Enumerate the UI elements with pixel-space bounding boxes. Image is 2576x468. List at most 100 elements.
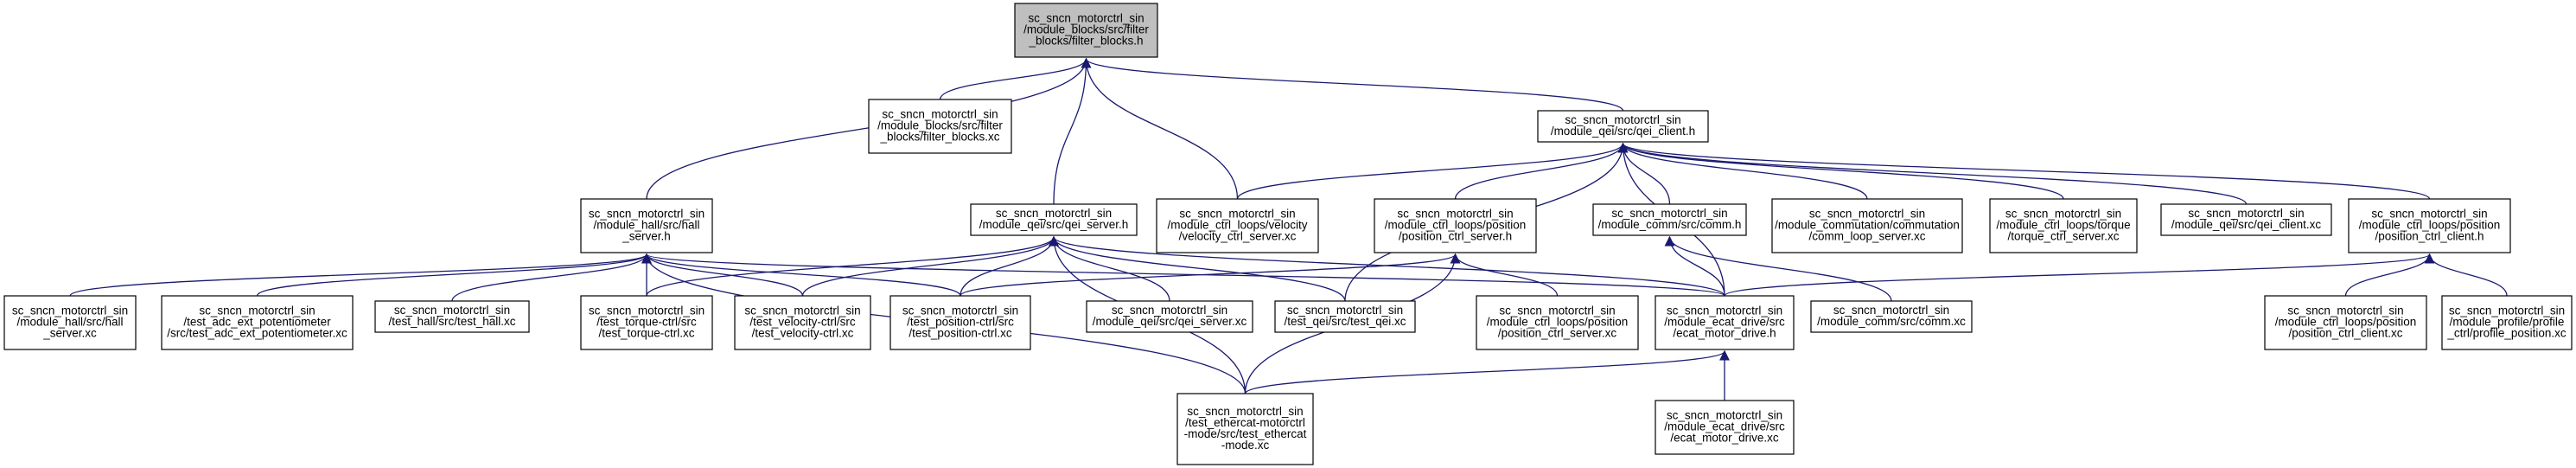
node-label-line: /ecat_motor_drive.h [1673, 327, 1776, 340]
node-label-line: _server.h [622, 230, 671, 243]
node-label-line: _blocks/filter_blocks.h [1028, 35, 1143, 48]
edge-qei_server_h-to-filter_blocks_h [1053, 57, 1092, 205]
node-box [970, 203, 1138, 236]
node-label-line: /module_ctrl_loops/position [2275, 316, 2417, 329]
node-box [1655, 295, 1795, 350]
node-label-line: /position_ctrl_server.h [1399, 230, 1512, 243]
edge-comm_loop_server_xc-to-qei_client_h [1617, 142, 1868, 200]
node-test_velocity_ctrl_xc[interactable]: sc_sncn_motorctrl_sin/test_velocity-ctrl… [734, 295, 871, 350]
node-label-line: sc_sncn_motorctrl_sin [1833, 304, 1949, 317]
node-box [1655, 400, 1795, 455]
node-label-line: /module_qei/src/qei_client.h [1551, 125, 1695, 138]
node-label-line: sc_sncn_motorctrl_sin [2449, 305, 2565, 317]
node-label-line: /position_ctrl_server.xc [1498, 327, 1617, 340]
node-label-line: sc_sncn_motorctrl_sin [2287, 305, 2403, 317]
node-label-line: sc_sncn_motorctrl_sin [1809, 208, 1925, 221]
node-label-line: /test_position-ctrl/src [907, 316, 1014, 329]
node-test_position_ctrl_xc[interactable]: sc_sncn_motorctrl_sin/test_position-ctrl… [889, 295, 1031, 350]
node-label-line: /module_ecat_drive/src [1664, 420, 1785, 433]
node-label-line: /module_qei/src/qei_server.h [979, 218, 1129, 231]
edge-velocity_ctrl_server_xc-to-filter_blocks_h [1081, 57, 1239, 200]
nodes-layer: sc_sncn_motorctrl_sin/module_blocks/src/… [3, 3, 2573, 465]
node-test_adc_ext_potentiometer_xc[interactable]: sc_sncn_motorctrl_sin/test_adc_ext_poten… [161, 295, 354, 350]
node-label-line: /module_ctrl_loops/velocity [1167, 219, 1307, 232]
node-velocity_ctrl_server_xc[interactable]: sc_sncn_motorctrl_sin/module_ctrl_loops/… [1156, 198, 1319, 253]
node-qei_server_xc[interactable]: sc_sncn_motorctrl_sin/module_qei/src/qei… [1086, 300, 1253, 333]
node-label-line: sc_sncn_motorctrl_sin [589, 208, 705, 221]
node-label-line: sc_sncn_motorctrl_sin [1667, 305, 1782, 317]
node-comm_h[interactable]: sc_sncn_motorctrl_sin/module_comm/src/co… [1592, 203, 1747, 236]
node-box [868, 99, 1012, 154]
node-label-line: /module_profile/profile [2450, 316, 2565, 329]
node-hall_server_xc[interactable]: sc_sncn_motorctrl_sin/module_hall/src/ha… [3, 295, 137, 350]
node-label-line: _server.xc [42, 327, 97, 340]
node-torque_ctrl_server_xc[interactable]: sc_sncn_motorctrl_sin/module_ctrl_loops/… [1989, 198, 2138, 253]
node-label-line: /torque_ctrl_server.xc [2007, 230, 2119, 243]
node-label-line: /module_commutation/commutation [1775, 219, 1960, 232]
node-comm_loop_server_xc[interactable]: sc_sncn_motorctrl_sin/module_commutation… [1771, 198, 1963, 253]
node-position_ctrl_client_h[interactable]: sc_sncn_motorctrl_sin/module_ctrl_loops/… [2348, 198, 2511, 253]
node-position_ctrl_server_xc[interactable]: sc_sncn_motorctrl_sin/module_ctrl_loops/… [1476, 295, 1639, 350]
node-label-line: /module_ctrl_loops/position [2359, 219, 2501, 232]
edge-position_ctrl_client_xc-to-position_ctrl_client_h [2344, 253, 2435, 297]
node-test_hall_xc[interactable]: sc_sncn_motorctrl_sin/test_hall/src/test… [374, 300, 530, 333]
edge-test_ethercat_mode_xc-to-ecat_motor_drive_h [1244, 349, 1730, 394]
node-label-line: /position_ctrl_client.xc [2288, 327, 2402, 340]
node-label-line: sc_sncn_motorctrl_sin [882, 108, 998, 121]
node-label-line: /test_torque-ctrl.xc [598, 327, 694, 340]
edge-test_position_ctrl_xc-to-position_ctrl_server_h [960, 253, 1461, 297]
node-box [1989, 198, 2138, 253]
node-label-line: sc_sncn_motorctrl_sin [2371, 208, 2487, 221]
node-label-line: sc_sncn_motorctrl_sin [996, 207, 1112, 220]
node-box [1274, 300, 1416, 333]
node-label-line: sc_sncn_motorctrl_sin [1565, 113, 1680, 126]
node-test_qei_xc[interactable]: sc_sncn_motorctrl_sin/test_qei/src/test_… [1274, 300, 1416, 333]
node-box [734, 295, 871, 350]
node-qei_server_h[interactable]: sc_sncn_motorctrl_sin/module_qei/src/qei… [970, 203, 1138, 236]
node-label-line: sc_sncn_motorctrl_sin [1611, 207, 1727, 220]
node-box [2348, 198, 2511, 253]
node-box [3, 295, 137, 350]
node-position_ctrl_server_h[interactable]: sc_sncn_motorctrl_sin/module_ctrl_loops/… [1374, 198, 1537, 253]
node-label-line: sc_sncn_motorctrl_sin [744, 305, 860, 317]
edge-test_velocity_ctrl_xc-to-qei_server_h [801, 235, 1059, 297]
node-ecat_motor_drive_h[interactable]: sc_sncn_motorctrl_sin/module_ecat_drive/… [1655, 295, 1795, 350]
node-label-line: /test_hall/src/test_hall.xc [388, 315, 515, 328]
node-filter_blocks_h[interactable]: sc_sncn_motorctrl_sin/module_blocks/src/… [1014, 3, 1158, 58]
edge-hall_server_h-to-filter_blocks_h [646, 57, 1092, 200]
node-label-line: sc_sncn_motorctrl_sin [1112, 304, 1227, 317]
node-test_torque_ctrl_xc[interactable]: sc_sncn_motorctrl_sin/test_torque-ctrl/s… [580, 295, 713, 350]
edge-filter_blocks_xc-to-filter_blocks_h [939, 57, 1092, 100]
node-position_ctrl_client_xc[interactable]: sc_sncn_motorctrl_sin/module_ctrl_loops/… [2264, 295, 2427, 350]
edge-torque_ctrl_server_xc-to-qei_client_h [1617, 142, 2064, 200]
node-label-line: /test_qei/src/test_qei.xc [1284, 315, 1406, 328]
node-label-line: sc_sncn_motorctrl_sin [1187, 405, 1303, 418]
node-qei_client_h[interactable]: sc_sncn_motorctrl_sin/module_qei/src/qei… [1537, 110, 1709, 143]
node-box [1810, 300, 1973, 333]
node-ecat_motor_drive_xc[interactable]: sc_sncn_motorctrl_sin/module_ecat_drive/… [1655, 400, 1795, 455]
node-label-line: /comm_loop_server.xc [1808, 230, 1925, 243]
node-label-line: /ecat_motor_drive.xc [1670, 432, 1779, 445]
node-box [1537, 110, 1709, 143]
node-profile_position_xc[interactable]: sc_sncn_motorctrl_sin/module_profile/pro… [2441, 295, 2573, 350]
node-qei_client_xc[interactable]: sc_sncn_motorctrl_sin/module_qei/src/qei… [2160, 203, 2332, 236]
node-box [1374, 198, 1537, 253]
node-label-line: /module_comm/src/comm.h [1598, 218, 1742, 231]
node-comm_xc[interactable]: sc_sncn_motorctrl_sin/module_comm/src/co… [1810, 300, 1973, 333]
node-label-line: /test_adc_ext_potentiometer [183, 316, 331, 329]
edge-test_qei_xc-to-qei_server_h [1049, 235, 1346, 302]
node-label-line: /module_qei/src/qei_server.xc [1093, 315, 1247, 328]
edge-test_hall_xc-to-hall_server_h [451, 253, 652, 302]
edge-test_velocity_ctrl_xc-to-hall_server_h [641, 253, 804, 297]
edge-ecat_motor_drive_h-to-position_ctrl_client_h [1724, 253, 2434, 297]
edge-profile_position_xc-to-position_ctrl_client_h [2424, 253, 2508, 297]
node-label-line: sc_sncn_motorctrl_sin [2005, 208, 2121, 221]
node-label-line: -mode/src/test_ethercat [1184, 427, 1307, 440]
node-label-line: /module_ctrl_loops/position [1385, 219, 1527, 232]
node-hall_server_h[interactable]: sc_sncn_motorctrl_sin/module_hall/src/ha… [580, 198, 713, 253]
node-box [1086, 300, 1253, 333]
node-filter_blocks_xc[interactable]: sc_sncn_motorctrl_sin/module_blocks/src/… [868, 99, 1012, 154]
node-test_ethercat_mode_xc[interactable]: sc_sncn_motorctrl_sin/test_ethercat-moto… [1176, 393, 1314, 465]
edge-velocity_ctrl_server_xc-to-qei_client_h [1236, 142, 1629, 200]
